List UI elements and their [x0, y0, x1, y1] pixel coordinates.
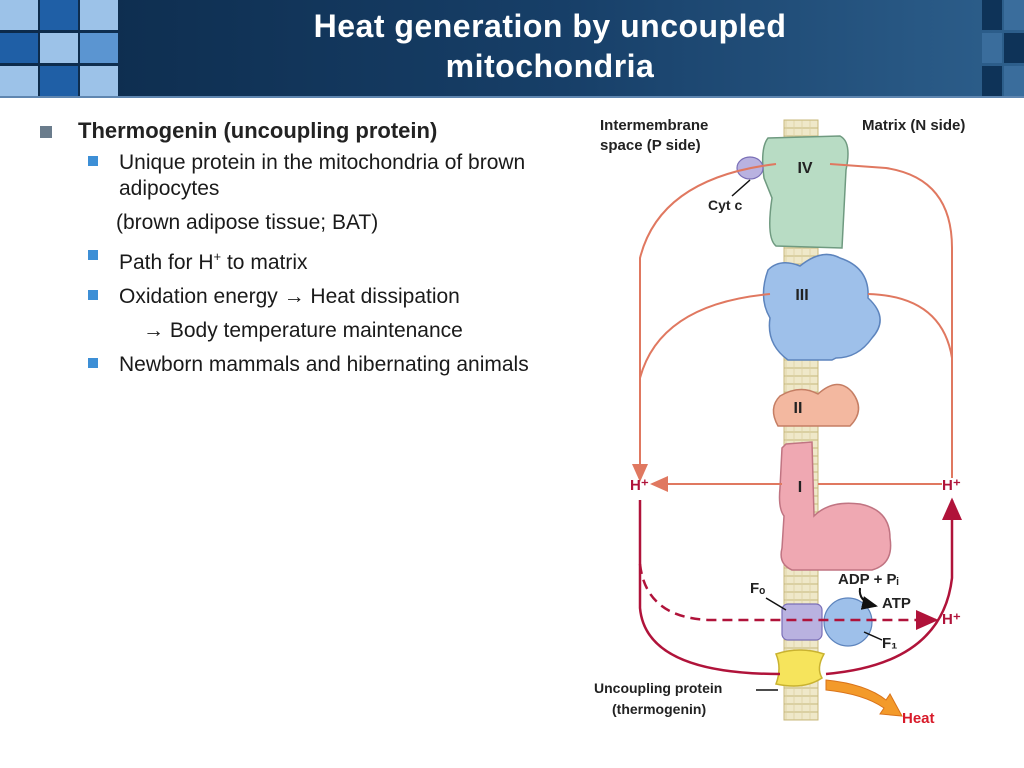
fo-subunit-shape: [781, 603, 823, 641]
cyt-c-pointer: [731, 179, 751, 197]
intermembrane-space-label-line-1: Intermembrane: [600, 117, 708, 134]
fo-pointer: [765, 597, 787, 611]
bullet-list: Thermogenin (uncoupling protein) Unique …: [40, 118, 560, 386]
proton-arrow-iii: [867, 293, 953, 359]
proton-arrow-iii-return: [639, 293, 771, 379]
atp-label: ATP: [882, 595, 911, 612]
bullet-sub-3-text: Oxidation energy → Heat dissipation: [119, 285, 460, 308]
bullet-sub-2-text: Path for H: [119, 251, 214, 274]
heat-label: Heat: [902, 710, 935, 727]
h-plus-right-label: H⁺: [942, 477, 961, 494]
proton-arrow-iv-return: [632, 163, 777, 482]
complex-iii-label: III: [795, 287, 808, 304]
bullet-main: Thermogenin (uncoupling protein): [40, 118, 560, 144]
bullet-sub-2-text-end: to matrix: [221, 251, 308, 274]
proton-arrow-iv: [829, 163, 953, 478]
fo-label: Fₒ: [750, 580, 765, 597]
complex-i-shape: [778, 441, 892, 571]
slide-header: [0, 0, 1024, 96]
heat-arrow: [825, 679, 903, 717]
header-divider: [0, 96, 1024, 98]
proton-dashed-arrow-atp: [638, 563, 939, 630]
square-bullet-icon: [40, 126, 52, 138]
h-plus-left-label: H⁺: [630, 477, 649, 494]
title-line-2: mitochondria: [445, 48, 655, 84]
proton-return-arrow-uncoupling: [638, 500, 781, 676]
complex-iv-shape: [761, 135, 849, 249]
complex-ii-label: II: [794, 400, 803, 417]
bullet-main-text: Thermogenin (uncoupling protein): [78, 118, 438, 143]
matrix-side-label: Matrix (N side): [862, 117, 965, 134]
cyt-c-label: Cyt c: [708, 197, 742, 213]
complex-iii-shape: [762, 253, 881, 361]
square-bullet-icon: [88, 250, 98, 260]
mitochondria-diagram: IV Cyt c III II I Fₒ F₁ ADP + Pᵢ ATP Unc…: [594, 117, 965, 727]
uncoupling-protein-shape: [774, 649, 826, 687]
bullet-sub-1: Unique protein in the mitochondria of br…: [40, 150, 560, 202]
bullet-sub-2: Path for H+ to matrix: [40, 244, 560, 276]
h-plus-atp-label: H⁺: [942, 611, 961, 628]
f1-subunit-shape: [823, 597, 873, 647]
bullet-sub-3-continuation: → Body temperature maintenance: [143, 319, 463, 342]
square-bullet-icon: [88, 290, 98, 300]
complex-iv-label: IV: [797, 160, 812, 177]
bullet-sub-1-continuation: (brown adipose tissue; BAT): [116, 211, 379, 234]
superscript-plus: +: [213, 249, 222, 264]
uncoupling-label-line-1: Uncoupling protein: [594, 680, 722, 696]
f1-label: F₁: [882, 635, 897, 652]
uncoupling-label-line-2: (thermogenin): [612, 701, 706, 717]
bullet-sub-4: Newborn mammals and hibernating animals: [40, 352, 560, 378]
square-bullet-icon: [88, 358, 98, 368]
proton-return-arrow-uncoupling-right: [825, 497, 962, 676]
complex-i-label: I: [798, 479, 802, 496]
title-line-1: Heat generation by uncoupled: [313, 8, 787, 44]
adp-label: ADP + Pᵢ: [838, 571, 899, 588]
f1-pointer: [863, 631, 883, 641]
bullet-sub-1-text: Unique protein in the mitochondria of br…: [119, 151, 526, 200]
bullet-sub-4-text: Newborn mammals and hibernating animals: [119, 353, 529, 376]
slide-title: Heat generation by uncoupled mitochondri…: [150, 6, 950, 86]
intermembrane-space-label-line-2: space (P side): [600, 137, 701, 154]
adp-to-atp-arrow: [858, 587, 878, 610]
square-bullet-icon: [88, 156, 98, 166]
complex-ii-shape: [772, 383, 860, 427]
bullet-sub-3: Oxidation energy → Heat dissipation: [40, 284, 560, 310]
